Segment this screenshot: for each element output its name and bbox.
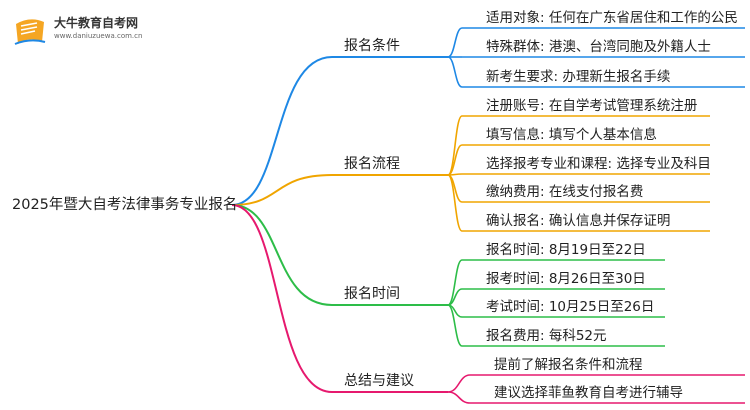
leaf-fill-info: 填写信息: 填写个人基本信息: [486, 127, 657, 143]
logo-url: www.daniuzuewa.com.cn: [54, 32, 143, 40]
leaf-learn-conditions: 提前了解报名条件和流程: [494, 357, 643, 373]
site-logo[interactable]: 大牛教育自考网 www.daniuzuewa.com.cn: [12, 12, 172, 52]
leaf-new-candidate-requirement: 新考生要求: 办理新生报名手续: [486, 69, 671, 85]
branch-connector: [231, 56, 333, 206]
leaf-pay-fee: 缴纳费用: 在线支付报名费: [486, 184, 644, 200]
leaf-connector: [447, 304, 463, 347]
branch-connector: [231, 174, 333, 206]
leaf-connector: [447, 374, 471, 393]
leaf-recommend-tutoring: 建议选择菲鱼教育自考进行辅导: [494, 385, 683, 401]
branch-registration-process: 报名流程: [344, 156, 400, 172]
leaf-connector: [447, 27, 463, 58]
root-topic: 2025年暨大自考法律事务专业报名: [12, 197, 238, 213]
leaf-confirm-registration: 确认报名: 确认信息并保存证明: [486, 213, 671, 229]
leaf-connector: [447, 144, 463, 176]
branch-connector: [231, 204, 333, 393]
book-icon: [14, 19, 46, 45]
leaf-connector: [447, 391, 471, 404]
leaf-exam-dates: 考试时间: 10月25日至26日: [486, 299, 655, 315]
branch-connector: [231, 204, 333, 306]
leaf-applicable-persons: 适用对象: 任何在广东省居住和工作的公民: [486, 10, 738, 26]
logo-title: 大牛教育自考网: [54, 16, 139, 30]
leaf-special-groups: 特殊群体: 港澳、台湾同胞及外籍人士: [486, 39, 711, 55]
branch-registration-conditions: 报名条件: [344, 38, 400, 54]
leaf-register-account: 注册账号: 在自学考试管理系统注册: [486, 98, 698, 114]
leaf-connector: [447, 56, 463, 88]
leaf-registration-period: 报名时间: 8月19日至22日: [486, 242, 646, 258]
leaf-choose-major: 选择报考专业和课程: 选择专业及科目: [486, 156, 711, 172]
leaf-application-period: 报考时间: 8月26日至30日: [486, 271, 646, 287]
leaf-registration-fee: 报名费用: 每科52元: [486, 328, 607, 344]
leaf-connector: [447, 174, 463, 232]
branch-registration-time: 报名时间: [344, 286, 400, 302]
branch-summary-advice: 总结与建议: [344, 373, 414, 389]
